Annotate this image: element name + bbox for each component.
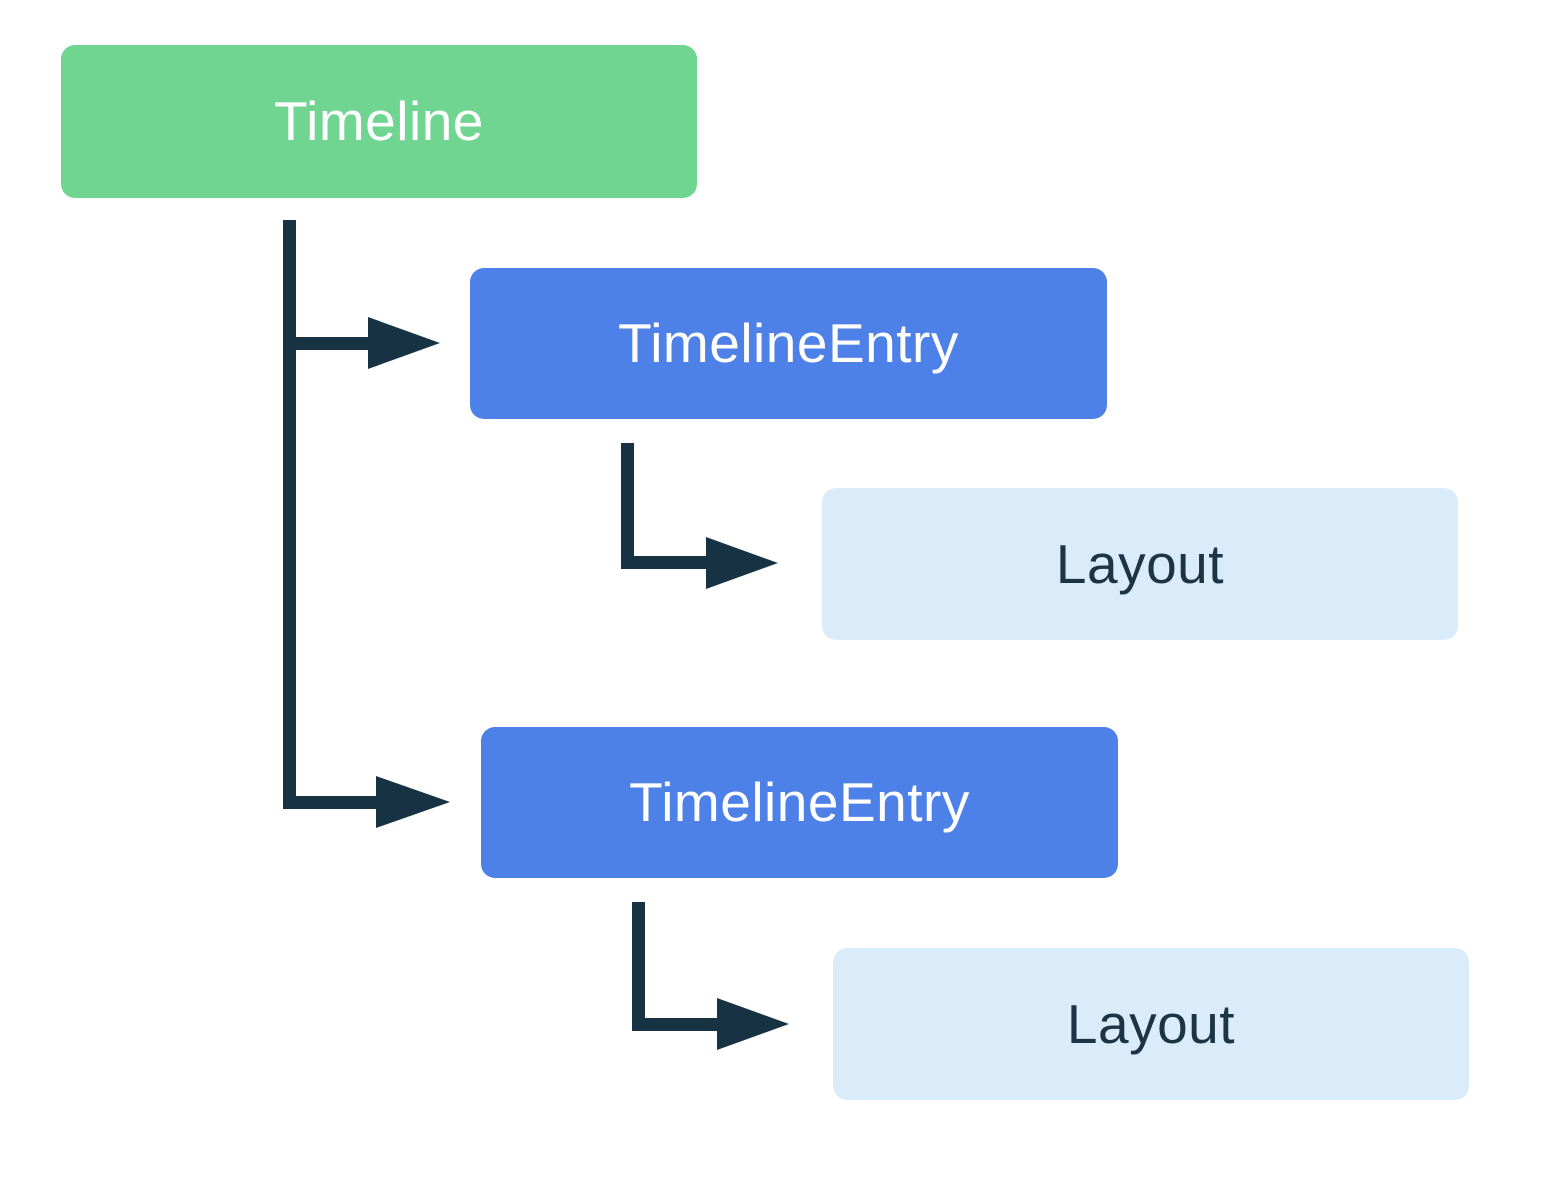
edge-timeline-entry1-shaft <box>290 337 372 350</box>
edge-entry1-layout1-stub <box>621 443 634 569</box>
edge-entry1-layout1-shaft <box>621 556 711 569</box>
node-timeline: Timeline <box>61 45 697 198</box>
node-layout-2: Layout <box>833 948 1469 1100</box>
edge-entry2-layout2-stub <box>632 902 645 1031</box>
node-layout-2-label: Layout <box>1066 992 1236 1055</box>
edge-timeline-entry2-arrowhead-icon <box>376 776 450 828</box>
edge-entry1-layout1-arrowhead-icon <box>706 537 778 589</box>
edge-timeline-entry1-arrowhead-icon <box>368 317 440 369</box>
node-layout-1: Layout <box>822 488 1458 640</box>
edge-entry2-layout2-arrowhead-icon <box>717 998 789 1050</box>
edge-timeline-entry2-shaft <box>283 796 380 809</box>
node-timeline-label: Timeline <box>274 90 484 152</box>
node-timeline-entry-1-label: TimelineEntry <box>618 312 959 374</box>
node-layout-1-label: Layout <box>1055 532 1225 595</box>
node-timeline-entry-2-label: TimelineEntry <box>629 771 970 833</box>
trunk-line <box>283 220 296 809</box>
node-timeline-entry-1: TimelineEntry <box>470 268 1107 419</box>
edge-entry2-layout2-shaft <box>632 1018 722 1031</box>
node-timeline-entry-2: TimelineEntry <box>481 727 1118 878</box>
